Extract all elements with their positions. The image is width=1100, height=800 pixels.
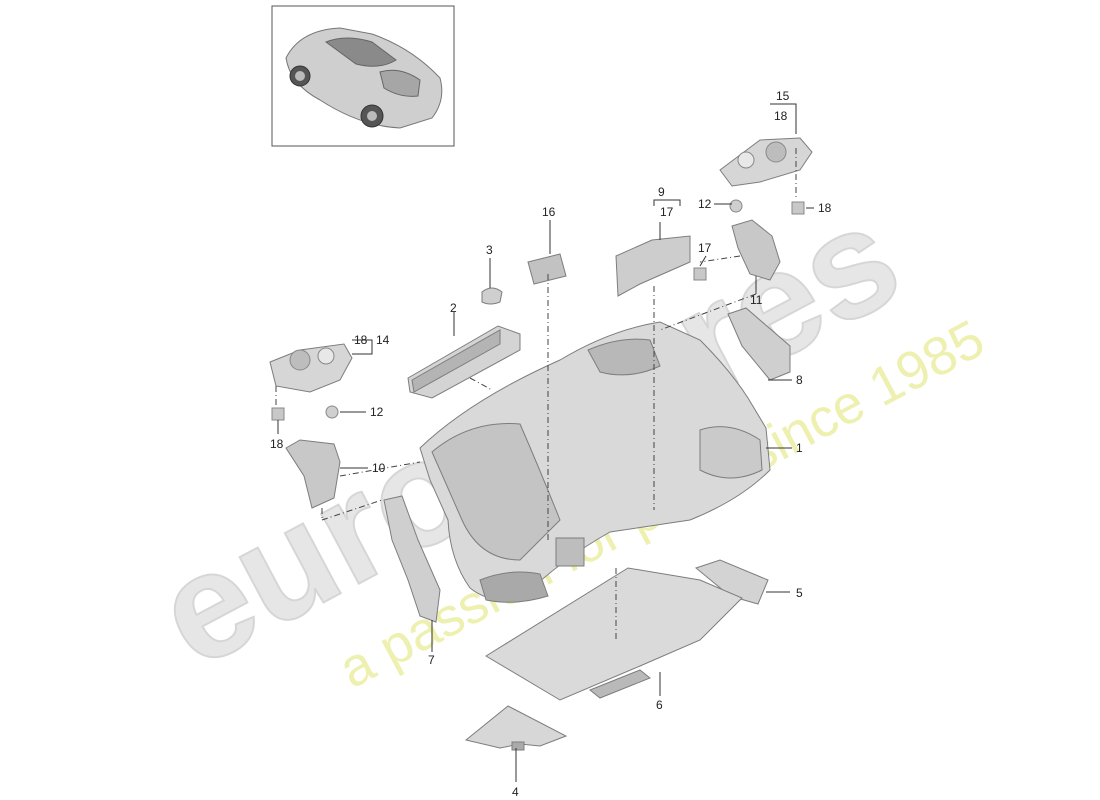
callout-17-top: 17 [660, 205, 674, 219]
leader-lines [277, 103, 814, 782]
callout-18-right: 18 [818, 201, 832, 215]
callout-8: 8 [796, 373, 803, 387]
callout-labels: 1 2 3 4 5 6 7 8 9 10 11 12 12 14 15 16 1… [270, 89, 832, 799]
callout-18-bottom-left: 18 [270, 437, 284, 451]
callout-17-side: 17 [698, 241, 712, 255]
part-bracket[interactable] [615, 235, 691, 297]
callout-2: 2 [450, 301, 457, 315]
part-panel-right[interactable] [719, 137, 813, 187]
callout-1: 1 [796, 441, 803, 455]
callout-9: 9 [658, 185, 665, 199]
callout-18-left: 18 [354, 333, 368, 347]
callout-5: 5 [796, 586, 803, 600]
assembly-lines [275, 148, 797, 640]
callout-7: 7 [428, 653, 435, 667]
car-thumbnail [271, 5, 455, 147]
part-housing-right[interactable] [731, 219, 781, 281]
car-icon [285, 27, 443, 129]
callout-6: 6 [656, 698, 663, 712]
part-floor-cover[interactable] [485, 567, 743, 701]
part-luggage-lining[interactable] [419, 321, 771, 603]
part-housing-left[interactable] [285, 439, 341, 509]
callout-12-right: 12 [698, 197, 712, 211]
part-side-trim-left[interactable] [383, 495, 441, 623]
callout-16: 16 [542, 205, 556, 219]
callout-18-top: 18 [774, 109, 788, 123]
part-clip[interactable] [481, 287, 503, 305]
callout-12-left: 12 [370, 405, 384, 419]
callout-11: 11 [750, 293, 763, 307]
part-side-trim-right[interactable] [727, 307, 791, 381]
part-lamp[interactable] [527, 253, 567, 285]
callout-14: 14 [376, 333, 390, 347]
part-lower-cover[interactable] [464, 705, 568, 751]
callout-4: 4 [512, 785, 519, 799]
callout-15: 15 [776, 89, 790, 103]
callout-10: 10 [372, 461, 386, 475]
part-cover-panel[interactable] [407, 325, 521, 399]
part-panel-left[interactable] [269, 343, 353, 393]
callout-3: 3 [486, 243, 493, 257]
